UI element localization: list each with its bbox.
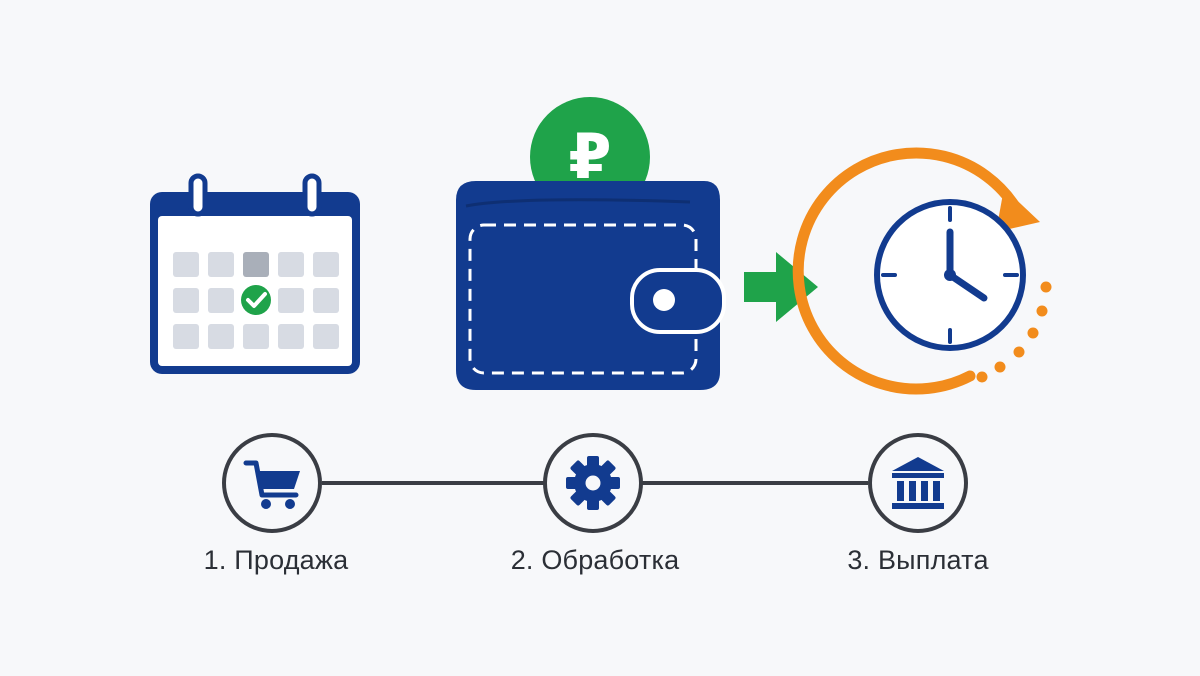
step-1-label: 1. Продажа	[203, 545, 349, 575]
shopping-cart-icon	[243, 460, 300, 509]
clock-refresh-icon	[792, 147, 1052, 395]
gear-icon	[566, 456, 620, 510]
bank-icon	[892, 457, 944, 509]
step-1-circle	[222, 433, 322, 533]
arrow-right-icon	[744, 252, 818, 322]
ruble-symbol: ₽	[568, 120, 612, 193]
step-2-circle	[543, 433, 643, 533]
step-3-circle	[868, 433, 968, 533]
calendar-check-icon	[150, 173, 360, 374]
check-badge	[241, 285, 271, 315]
wallet-ruble-icon	[456, 97, 726, 390]
step-2-label: 2. Обработка	[510, 545, 680, 575]
step-3-label: 3. Выплата	[847, 545, 989, 575]
